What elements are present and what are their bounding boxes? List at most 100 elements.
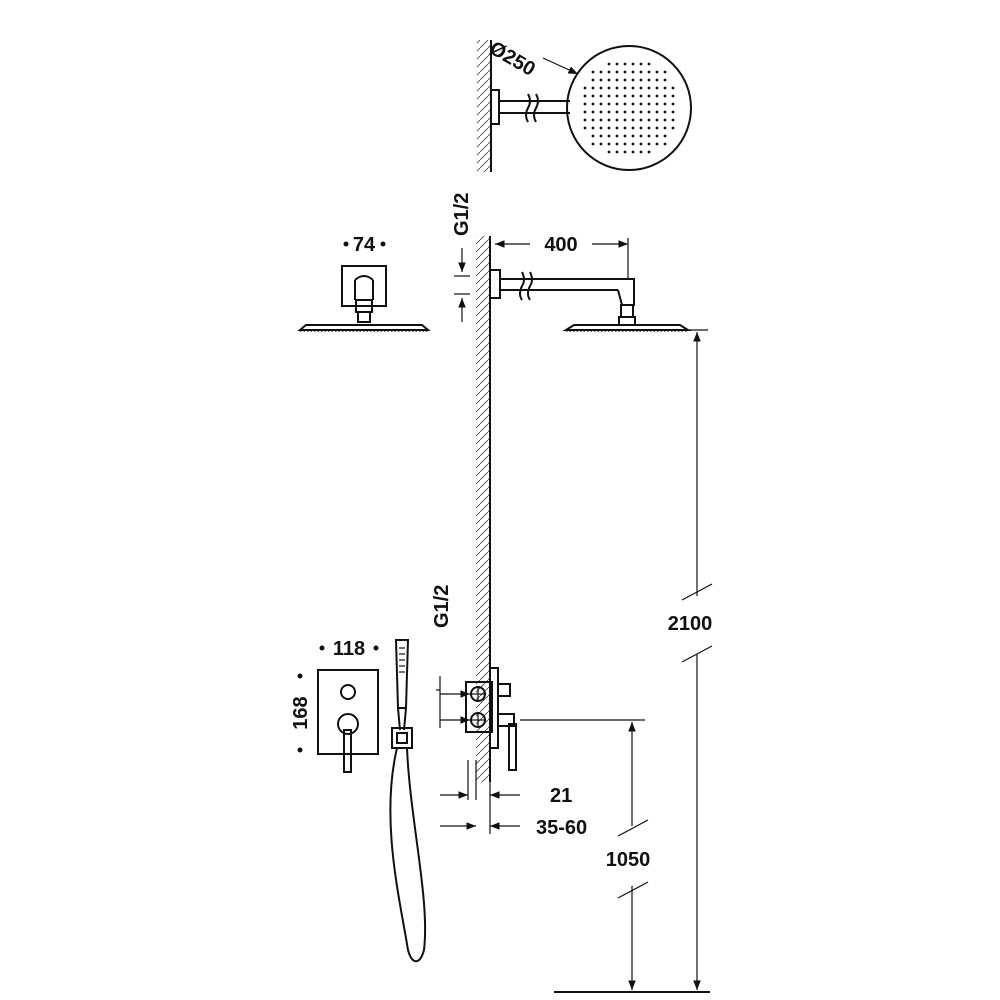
shower-head-nozzle — [583, 102, 587, 106]
top-arm-break-2 — [533, 93, 539, 123]
shower-arm-side-group: G1/2 400 — [451, 193, 692, 332]
shower-head-nozzle — [671, 118, 675, 122]
shower-head-nozzles — [583, 62, 675, 154]
arm-break-2 — [527, 271, 533, 301]
shower-head-nozzle — [663, 142, 667, 146]
shower-head-nozzle — [607, 150, 611, 154]
shower-head-nozzle — [599, 110, 603, 114]
shower-head-nozzle — [623, 102, 627, 106]
shower-head-nozzle — [671, 110, 675, 114]
shower-head-nozzle — [615, 62, 619, 66]
shower-head-nozzle — [631, 126, 635, 130]
plate-width-dot-left — [319, 645, 325, 651]
shower-head-nozzle — [631, 118, 635, 122]
valve-cover-plate-side — [489, 667, 499, 749]
shower-head-nozzle — [615, 118, 619, 122]
shower-head-nozzle — [639, 134, 643, 138]
flange-front-swivel — [357, 311, 371, 323]
shower-head-nozzle — [607, 70, 611, 74]
shower-head-nozzle — [615, 70, 619, 74]
shower-head-nozzle — [583, 126, 587, 130]
shower-head-nozzle — [591, 94, 595, 98]
shower-height-label: 2100 — [668, 613, 713, 635]
shower-head-nozzle — [663, 126, 667, 130]
shower-head-nozzle — [631, 102, 635, 106]
shower-head-nozzle — [615, 86, 619, 90]
arm-thread-label: G1/2 — [451, 193, 473, 236]
shower-head-nozzle — [607, 110, 611, 114]
plate-height-dot-bottom — [297, 747, 303, 753]
top-wall-section — [477, 40, 491, 172]
shower-head-nozzle — [583, 118, 587, 122]
shower-head-nozzle — [607, 134, 611, 138]
hand-shower-group — [389, 639, 427, 963]
plate-height-dot-top — [297, 673, 303, 679]
shower-head-nozzle — [663, 86, 667, 90]
valve-depth-b-label: 35-60 — [536, 817, 587, 839]
arm-elbow — [617, 278, 635, 306]
hand-shower-hose — [389, 747, 427, 963]
plate-width-dot-right — [373, 645, 379, 651]
shower-head-nozzle — [663, 134, 667, 138]
main-wall-section — [476, 236, 490, 782]
shower-head-nozzle — [591, 70, 595, 74]
shower-head-nozzle — [639, 78, 643, 82]
shower-head-nozzle — [663, 102, 667, 106]
shower-head-nozzle — [607, 94, 611, 98]
shower-head-nozzle — [607, 142, 611, 146]
shower-head-nozzle — [631, 94, 635, 98]
shower-head-nozzle — [647, 126, 651, 130]
shower-head-nozzle — [623, 62, 627, 66]
arm-break-1 — [519, 271, 525, 301]
shower-head-nozzle — [623, 70, 627, 74]
shower-head-nozzle — [591, 78, 595, 82]
shower-head-nozzle — [615, 126, 619, 130]
shower-head-nozzle — [591, 118, 595, 122]
shower-height-break-top — [681, 583, 713, 601]
shower-head-nozzle — [615, 134, 619, 138]
shower-head-nozzle — [647, 78, 651, 82]
shower-head-nozzle — [655, 118, 659, 122]
shower-head-nozzle — [583, 110, 587, 114]
valve-thread-label: G1/2 — [431, 585, 453, 628]
shower-head-nozzle — [615, 150, 619, 154]
top-arm-break-1 — [525, 93, 531, 123]
shower-head-nozzle — [647, 62, 651, 66]
shower-head-nozzle — [663, 70, 667, 74]
shower-head-nozzle — [631, 142, 635, 146]
shower-head-nozzle — [655, 126, 659, 130]
shower-head-nozzle — [631, 150, 635, 154]
shower-head-nozzle — [615, 94, 619, 98]
valve-body — [465, 681, 493, 733]
shower-head-nozzle — [623, 94, 627, 98]
shower-head-nozzle — [663, 94, 667, 98]
shower-head-nozzle — [655, 78, 659, 82]
shower-head-nozzle — [631, 110, 635, 114]
shower-head-nozzle — [663, 118, 667, 122]
shower-head-nozzle — [671, 126, 675, 130]
valve-depth-a-label: 21 — [550, 785, 572, 807]
shower-head-nozzle — [607, 86, 611, 90]
flat-head-side — [562, 324, 692, 331]
shower-head-nozzle — [623, 150, 627, 154]
valve-front-lever — [343, 729, 352, 773]
shower-head-nozzle — [639, 70, 643, 74]
shower-head-nozzle — [623, 78, 627, 82]
flange-front-plate — [341, 265, 387, 307]
shower-height-break-bottom — [681, 645, 713, 663]
plate-width-label: 118 — [333, 638, 365, 660]
shower-head-nozzle — [583, 86, 587, 90]
shower-head-nozzle — [623, 126, 627, 130]
shower-head-nozzle — [599, 134, 603, 138]
shower-head-nozzle — [639, 142, 643, 146]
shower-head-nozzle — [591, 126, 595, 130]
shower-head-nozzle — [615, 110, 619, 114]
hand-shower-neck-right — [403, 707, 407, 731]
shower-head-nozzle — [647, 94, 651, 98]
valve-height-label: 1050 — [606, 849, 651, 871]
arm-length-label: 400 — [544, 234, 577, 256]
shower-head-nozzle — [663, 78, 667, 82]
shower-head-nozzle — [647, 118, 651, 122]
valve-side-group: G1/2 21 35-60 — [431, 585, 587, 839]
